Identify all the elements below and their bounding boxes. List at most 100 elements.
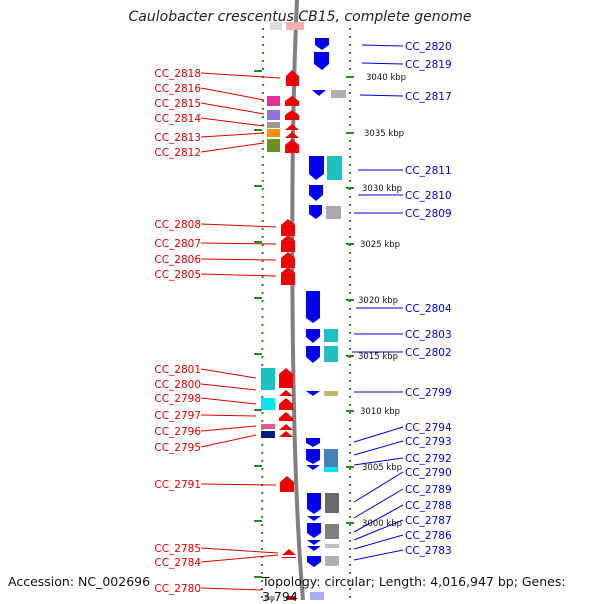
left-gene-label[interactable]: CC_2795 [154,442,201,454]
gene-cc2799[interactable] [306,391,320,396]
gene-cc2808[interactable] [281,219,295,236]
right-gene-label[interactable]: CC_2803 [405,329,452,341]
right-gene-label[interactable]: CC_2817 [405,91,452,103]
left-leader-line [200,142,265,153]
gene-cc2787[interactable] [307,540,321,545]
left-gene-label[interactable]: CC_2812 [154,147,201,159]
scale-label: 3030 kbp [362,184,402,194]
gene-cc2797[interactable] [279,412,293,421]
gene-cc2815[interactable] [285,110,299,120]
right-gene-label[interactable]: CC_2783 [405,545,452,557]
right-gene-label[interactable]: CC_2802 [405,347,452,359]
left-gene-label[interactable]: CC_2818 [154,68,201,80]
gene-cc2818[interactable] [286,70,299,86]
left-gene-label[interactable]: CC_2808 [154,219,201,231]
right-gene-label[interactable]: CC_2811 [405,165,452,177]
gene-cc2793[interactable] [306,449,320,464]
right-gene-label[interactable]: CC_2790 [405,467,452,479]
gene-cc2803[interactable] [306,329,320,343]
left-gene-label[interactable]: CC_2796 [154,426,201,438]
left-leader-line [200,483,277,486]
left-gene-label[interactable]: CC_2791 [154,479,201,491]
left-gene-label[interactable]: CC_2805 [154,269,201,281]
right-gene-label[interactable]: CC_2788 [405,500,452,512]
gene-block-magenta [267,96,280,106]
gene-cc2801[interactable] [279,368,293,388]
gene-cc2794[interactable] [306,438,320,447]
right-gene-label[interactable]: CC_2787 [405,515,452,527]
left-gene-label[interactable]: CC_2800 [154,379,201,391]
gene-cc2784[interactable] [282,557,296,558]
gene-cc2800[interactable] [279,390,293,396]
right-gene-label[interactable]: CC_2799 [405,387,452,399]
left-gene-label[interactable]: CC_2797 [154,410,201,422]
gene-block-silver [325,556,339,566]
gene-cc2819[interactable] [314,52,329,70]
right-gene-label[interactable]: CC_2793 [405,436,452,448]
gene-cc2804[interactable] [306,291,320,323]
left-leader-line [200,397,257,405]
gene-fragment [286,22,304,30]
left-gene-label[interactable]: CC_2814 [154,113,201,125]
gene-cc2783[interactable] [307,556,321,567]
right-gene-label[interactable]: CC_2786 [405,530,452,542]
gene-block-orange [267,129,280,137]
left-gene-label[interactable]: CC_2798 [154,393,201,405]
gene-cc2785[interactable] [282,549,296,555]
left-leader-line [200,554,279,563]
gene-cc2813[interactable] [285,132,299,138]
gene-cc2788[interactable] [307,523,321,538]
gene-block-khaki [324,391,338,396]
scale-label: 3005 kbp [362,463,402,473]
gene-cc2814[interactable] [285,124,299,130]
left-gene-label[interactable]: CC_2806 [154,254,201,266]
gene-cc2817[interactable] [312,90,326,96]
right-leader-line [361,44,404,47]
right-gene-label[interactable]: CC_2819 [405,59,452,71]
right-leader-line [353,519,404,541]
gene-cc2786[interactable] [307,546,321,551]
left-gene-label[interactable]: CC_2815 [154,98,201,110]
right-leader-line [353,471,404,503]
right-gene-label[interactable]: CC_2810 [405,190,452,202]
gene-cc2798[interactable] [279,398,293,410]
left-leader-line [200,223,277,228]
gene-fragment [310,592,324,600]
gene-block-purple [267,110,280,120]
right-gene-label[interactable]: CC_2789 [405,484,452,496]
gene-cc2802[interactable] [306,346,320,363]
gene-cc2816[interactable] [285,96,299,106]
left-gene-label[interactable]: CC_2784 [154,557,201,569]
left-gene-label[interactable]: CC_2816 [154,83,201,95]
gene-cc2792[interactable] [306,465,320,470]
left-gene-label[interactable]: CC_2813 [154,132,201,144]
left-gene-label[interactable]: CC_2801 [154,364,201,376]
left-leader-line [200,242,277,245]
gene-cc2789[interactable] [307,516,321,521]
right-gene-label[interactable]: CC_2794 [405,422,452,434]
right-gene-label[interactable]: CC_2809 [405,208,452,220]
gene-cc2807[interactable] [281,235,295,252]
right-leader-lines [352,44,404,561]
gene-cc2810[interactable] [309,185,323,201]
right-gene-label[interactable]: CC_2804 [405,303,452,315]
gene-cc2790[interactable] [307,493,321,514]
right-gene-label[interactable]: CC_2792 [405,453,452,465]
gene-cc2796[interactable] [279,424,293,430]
right-leader-line [353,534,404,550]
gene-cc2811[interactable] [309,156,324,180]
right-leader-line [353,457,404,466]
gene-cc2806[interactable] [281,252,295,268]
gene-cc2805[interactable] [281,267,295,285]
left-ticks [254,70,262,578]
gene-cc2809[interactable] [309,205,322,219]
gene-cc2820[interactable] [315,38,329,50]
left-gene-label[interactable]: CC_2780 [154,583,201,595]
gene-cc2812[interactable] [285,139,299,153]
gene-cc2791[interactable] [280,476,294,492]
gene-cc2795[interactable] [279,431,293,437]
right-gene-label[interactable]: CC_2820 [405,41,452,53]
left-gene-label[interactable]: CC_2785 [154,543,201,555]
left-gene-label[interactable]: CC_2807 [154,238,201,250]
